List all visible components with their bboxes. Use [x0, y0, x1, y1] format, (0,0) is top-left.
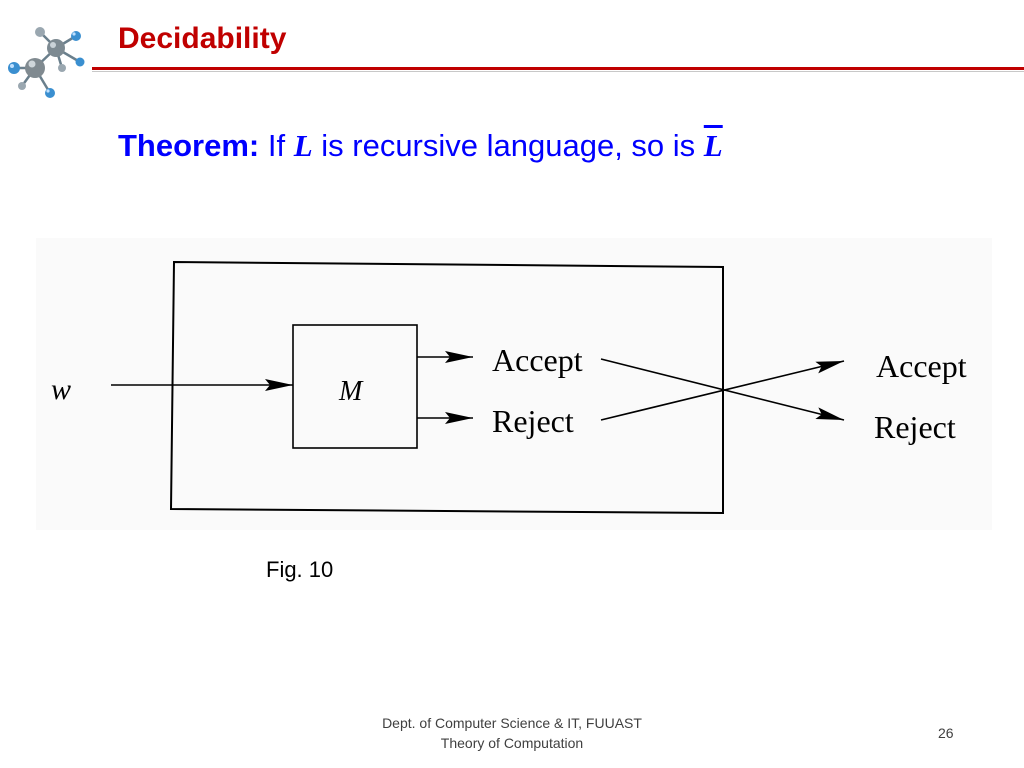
theorem-text-pre: If [259, 128, 294, 163]
footer-course: Theory of Computation [440, 735, 584, 751]
complement-machine-figure: w M Accept Reject Accept Reject [36, 238, 992, 530]
machine-m-box [292, 324, 418, 449]
outer-machine-box [169, 260, 724, 515]
inner-reject-label: Reject [492, 403, 574, 439]
figure-diagram: w M Accept Reject Accept Reject [51, 260, 967, 515]
slide-title: Decidability [118, 22, 287, 55]
footer-department: Dept. of Computer Science & IT, FUUAST [382, 715, 642, 731]
theorem-label: Theorem: [118, 128, 260, 163]
title-divider [92, 67, 1024, 73]
inner-accept-label: Accept [492, 342, 583, 378]
figure-caption: Fig. 10 [266, 557, 334, 582]
complement-variable: L [703, 128, 723, 163]
theorem-statement: Theorem: If L is recursive language, so … [118, 128, 723, 164]
language-variable: L [293, 128, 313, 163]
reject-to-accept-line [600, 360, 845, 421]
outer-accept-label: Accept [876, 348, 967, 384]
footer: Dept. of Computer Science & IT, FUUAST T… [362, 713, 662, 753]
accept-to-reject-line [600, 358, 845, 421]
molecule-logo-icon [8, 27, 85, 98]
input-label: w [51, 373, 71, 406]
machine-label: M [338, 376, 364, 407]
outer-reject-label: Reject [874, 409, 956, 445]
page-number: 26 [938, 725, 954, 741]
theorem-text-post: is recursive language, so is [312, 128, 704, 163]
